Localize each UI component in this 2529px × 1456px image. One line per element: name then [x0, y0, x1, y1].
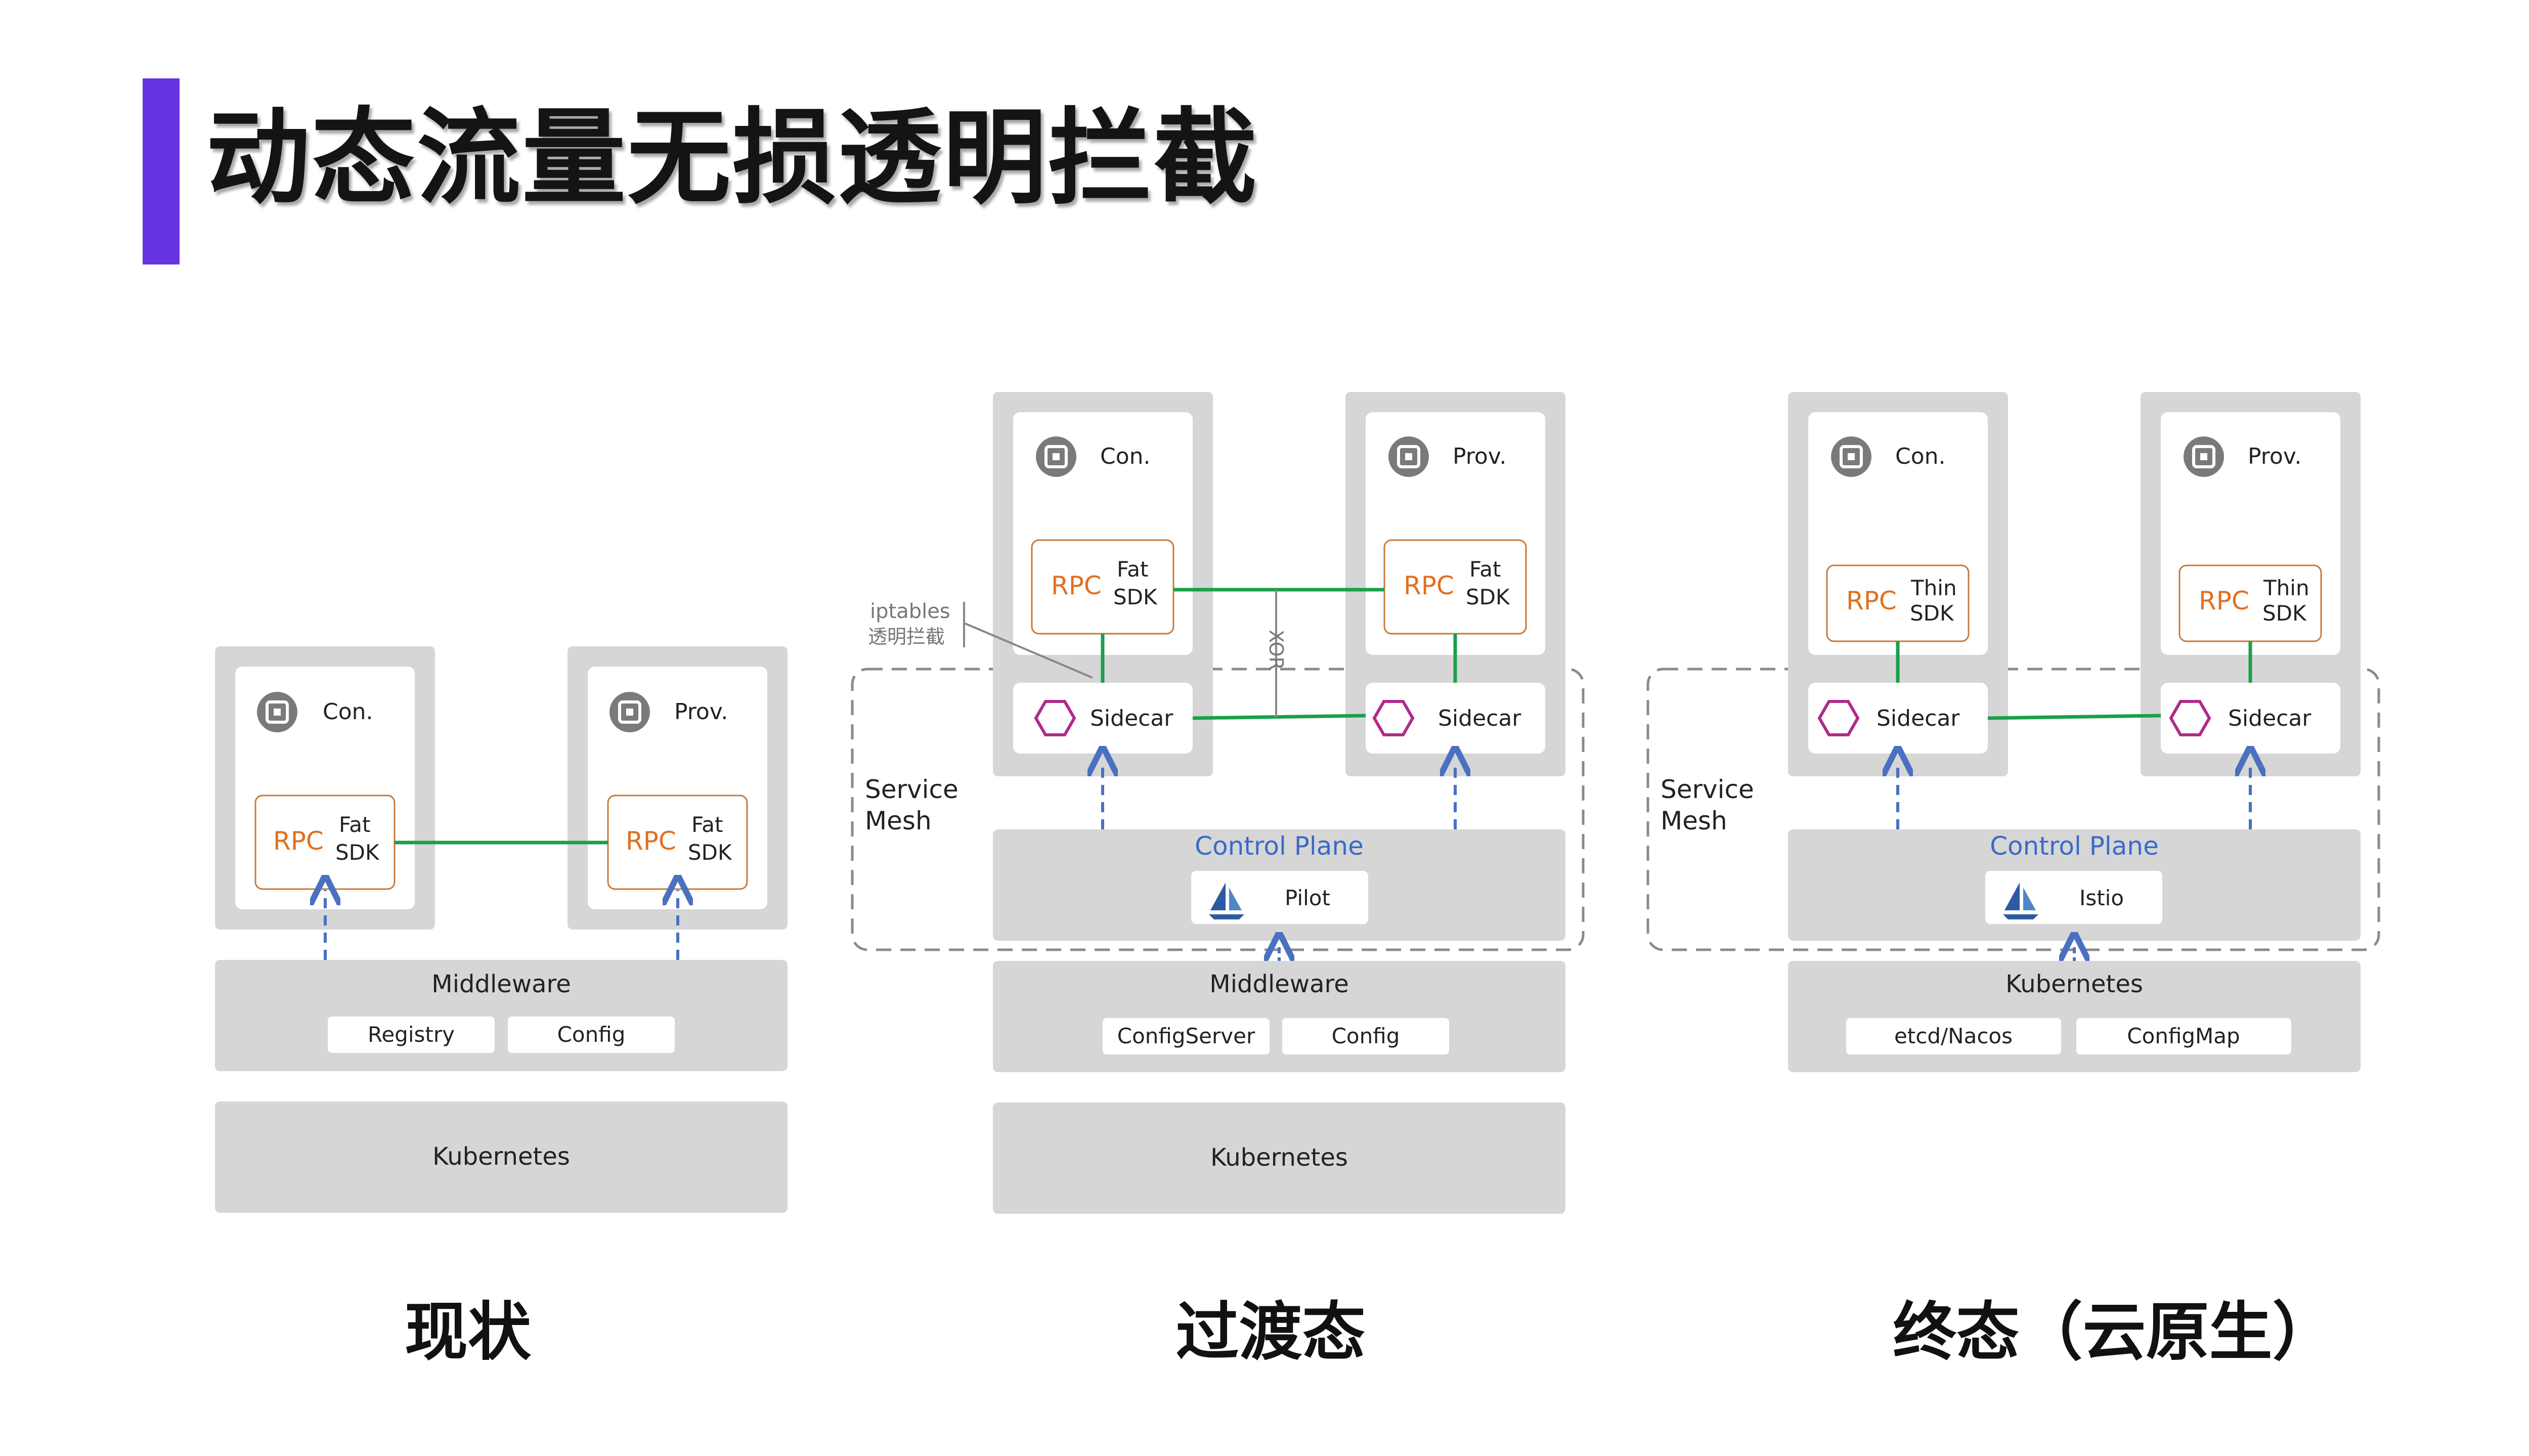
- chip-icon: [1388, 436, 1429, 477]
- hexagon-icon: [2169, 700, 2211, 736]
- consumer-label: Con.: [1100, 444, 1151, 469]
- sdk-label-line1: Fat: [1117, 557, 1149, 582]
- title-accent-bar: [143, 78, 180, 264]
- pilot-pill: [1191, 871, 1368, 924]
- sdk-label-line2: SDK: [1910, 601, 1954, 626]
- sidecar-label: Sidecar: [1438, 705, 1521, 731]
- panel-current: Con. RPC Fat SDK Prov. RPC Fat SDK Middl…: [215, 646, 788, 1213]
- config-pill: [1282, 1018, 1449, 1054]
- iptables-label-line2: 透明拦截: [868, 626, 945, 648]
- chip-icon: [257, 692, 297, 732]
- chip-icon: [1831, 436, 1871, 477]
- config-pill: [508, 1017, 675, 1053]
- config-label: Config: [557, 1022, 626, 1047]
- service-mesh-boundary: [851, 668, 1585, 951]
- chip-icon: [1036, 436, 1076, 477]
- provider-label: Prov.: [1453, 444, 1506, 469]
- hexagon-icon: [1034, 700, 1076, 736]
- hexagon-icon: [1372, 700, 1415, 736]
- consumer-label: Con.: [1895, 444, 1946, 469]
- sdk-label-line1: Fat: [691, 812, 723, 837]
- middleware-label: Middleware: [1209, 970, 1348, 998]
- kubernetes-label: Kubernetes: [1210, 1143, 1348, 1172]
- sidecar-label: Sidecar: [1090, 705, 1173, 731]
- sdk-label-line2: SDK: [1466, 585, 1510, 609]
- registry-pill: [328, 1017, 495, 1053]
- panel-final: Service Mesh Con. RPC Thin SDK Sidecar P…: [1646, 392, 2380, 1072]
- service-mesh-boundary: [1646, 668, 2380, 951]
- sidecar-box-provider: [2161, 683, 2340, 754]
- caption-final: 终态（云原生）: [1893, 1296, 2336, 1369]
- service-mesh-label-line2: Mesh: [865, 806, 932, 835]
- iptables-label-line1: iptables: [870, 600, 950, 623]
- sdk-label-line1: Thin: [2263, 576, 2309, 600]
- sidecar-link: [1192, 714, 1366, 720]
- panel-transition: Service Mesh Con. RPC Fat SDK Sidecar Pr…: [851, 392, 1585, 1214]
- rpc-label: RPC: [1846, 586, 1897, 615]
- kubernetes-panel: [215, 1101, 788, 1213]
- etcd-pill: [1846, 1018, 2061, 1054]
- registry-label: Registry: [368, 1022, 455, 1047]
- caption-current: 现状: [405, 1296, 531, 1369]
- control-plane-label: Control Plane: [1990, 831, 2159, 861]
- page-title: 动态流量无损透明拦截: [206, 98, 1258, 218]
- sidecar-label: Sidecar: [1877, 705, 1960, 731]
- chip-icon: [609, 692, 650, 732]
- config-server-pill: [1103, 1018, 1270, 1054]
- config-server-label: ConfigServer: [1117, 1024, 1255, 1048]
- consumer-label: Con.: [323, 699, 373, 725]
- rpc-label: RPC: [2199, 586, 2249, 615]
- rpc-label: RPC: [1051, 571, 1102, 600]
- provider-label: Prov.: [2248, 444, 2301, 469]
- hexagon-icon: [1817, 700, 1860, 736]
- sdk-label-line2: SDK: [2262, 601, 2307, 626]
- control-plane-label: Control Plane: [1195, 831, 1364, 861]
- sidecar-box-consumer: [1808, 683, 1988, 754]
- service-mesh-label-line2: Mesh: [1661, 806, 1727, 835]
- sailboat-icon: [1209, 883, 1244, 919]
- config-map-pill: [2076, 1018, 2291, 1054]
- sdk-label-line2: SDK: [1113, 585, 1158, 609]
- iptables-pointer: [964, 622, 1093, 679]
- middleware-label: Middleware: [431, 970, 571, 998]
- pilot-label: Pilot: [1285, 886, 1330, 910]
- rpc-label: RPC: [273, 826, 324, 856]
- sidecar-link: [1987, 714, 2161, 720]
- provider-label: Prov.: [674, 699, 728, 725]
- sailboat-icon: [2003, 883, 2038, 919]
- kubernetes-panel: [993, 1102, 1565, 1214]
- rpc-label: RPC: [1404, 571, 1454, 600]
- sdk-label-line1: Thin: [1910, 576, 1957, 600]
- config-label: Config: [1332, 1024, 1400, 1048]
- kubernetes-label: Kubernetes: [2005, 970, 2143, 998]
- istio-pill: [1985, 871, 2162, 924]
- istio-label: Istio: [2079, 886, 2124, 910]
- sidecar-label: Sidecar: [2228, 705, 2312, 731]
- sdk-label-line1: Fat: [339, 812, 371, 837]
- sdk-label-line2: SDK: [688, 840, 732, 865]
- caption-transition: 过渡态: [1175, 1296, 1366, 1369]
- etcd-label: etcd/Nacos: [1894, 1024, 2013, 1048]
- service-mesh-label-line1: Service: [1661, 775, 1754, 804]
- sdk-label-line1: Fat: [1469, 557, 1501, 582]
- xor-label: XOR: [1265, 630, 1287, 670]
- rpc-label: RPC: [626, 826, 676, 856]
- service-mesh-label-line1: Service: [865, 775, 958, 804]
- sidecar-box-provider: [1366, 683, 1545, 754]
- chip-icon: [2184, 436, 2224, 477]
- sdk-label-line2: SDK: [335, 840, 380, 865]
- config-map-label: ConfigMap: [2127, 1024, 2240, 1048]
- kubernetes-label: Kubernetes: [432, 1142, 570, 1171]
